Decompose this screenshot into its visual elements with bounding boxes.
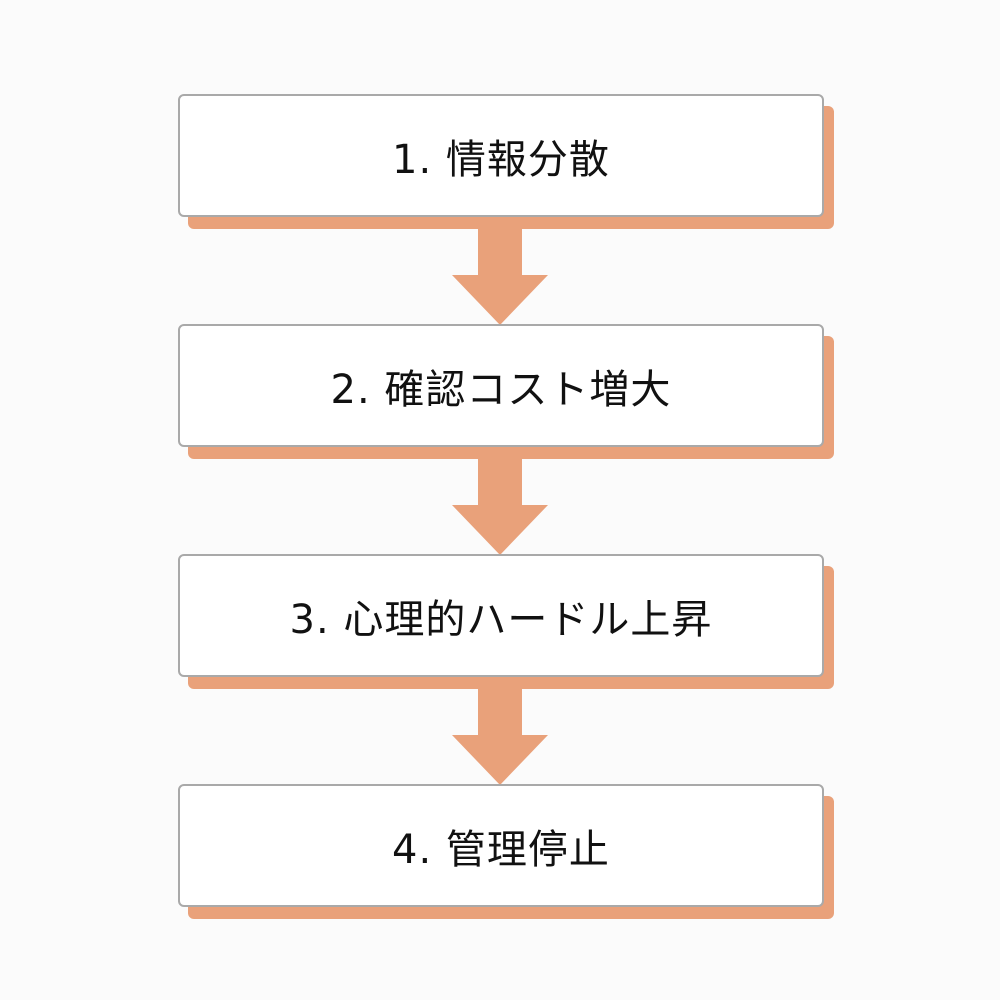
step-1-label: 1. 情報分散 bbox=[392, 136, 610, 183]
step-2: 2. 確認コスト増大 bbox=[178, 324, 834, 459]
step-3-box: 3. 心理的ハードル上昇 bbox=[178, 554, 824, 677]
down-arrow-icon bbox=[452, 685, 548, 785]
down-arrow-icon bbox=[452, 225, 548, 325]
step-2-box: 2. 確認コスト増大 bbox=[178, 324, 824, 447]
step-3: 3. 心理的ハードル上昇 bbox=[178, 554, 834, 689]
step-2-label: 2. 確認コスト増大 bbox=[330, 366, 672, 413]
step-4-box: 4. 管理停止 bbox=[178, 784, 824, 907]
down-arrow-icon bbox=[452, 455, 548, 555]
step-4: 4. 管理停止 bbox=[178, 784, 834, 919]
step-1-box: 1. 情報分散 bbox=[178, 94, 824, 217]
step-1: 1. 情報分散 bbox=[178, 94, 834, 229]
step-3-label: 3. 心理的ハードル上昇 bbox=[289, 596, 713, 643]
step-4-label: 4. 管理停止 bbox=[392, 826, 610, 873]
